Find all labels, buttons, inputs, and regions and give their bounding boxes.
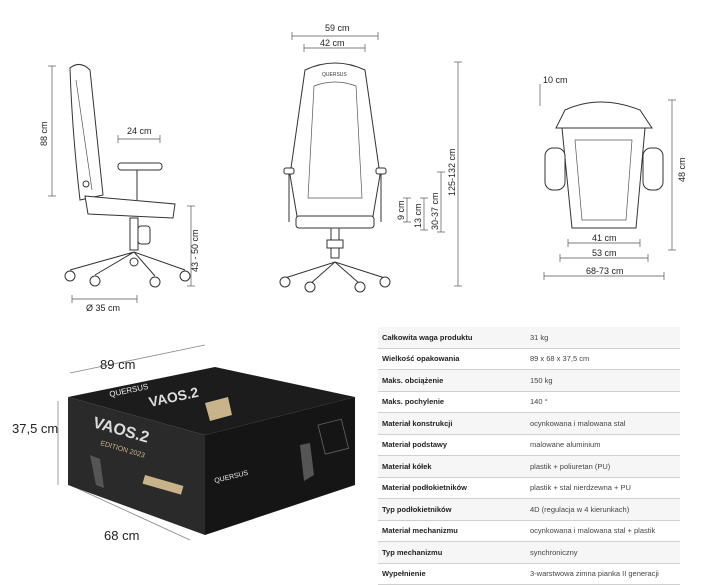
spec-label: Maks. obciążenie	[378, 369, 526, 392]
spec-label: Materiał konstrukcji	[378, 412, 526, 435]
box-front-chair-graphic	[90, 455, 104, 488]
spec-value: synchroniczny	[526, 541, 680, 564]
dim-48-label: 48 cm	[677, 157, 687, 182]
spec-label: Typ podłokietników	[378, 498, 526, 521]
technical-drawing: 88 cm 24 cm 43 - 50 cm Ø 35 c	[39, 23, 687, 313]
base-diameter-label: Ø 35 cm	[86, 303, 120, 313]
dim-41-label: 41 cm	[592, 233, 617, 243]
dim-13-label: 13 cm	[413, 203, 423, 228]
box-height-label: 37,5 cm	[12, 421, 58, 436]
spec-label: Materiał podstawy	[378, 434, 526, 456]
spec-label: Materiał kółek	[378, 455, 526, 478]
spec-label: Maks. pochylenie	[378, 391, 526, 413]
package-box: 89 cm 37,5 cm 68 cm QUERSUS VAOS.2 VAOS.…	[12, 344, 355, 543]
box-depth-label: 68 cm	[104, 528, 139, 543]
box-top-accent	[205, 397, 232, 421]
spec-label: Materiał mechanizmu	[378, 520, 526, 542]
dim-30-37-label: 30-37 cm	[430, 192, 440, 230]
width-59-label: 59 cm	[325, 23, 350, 33]
seat-height-label: 43 - 50 cm	[190, 229, 200, 272]
spec-value: plastik + stal nierdzewna + PU	[526, 477, 680, 499]
spec-label: Całkowita waga produktu	[378, 327, 526, 349]
spec-value: ocynkowana i malowana stal + plastik	[526, 520, 680, 542]
spec-value: plastik + poliuretan (PU)	[526, 455, 680, 478]
spec-value: 89 x 68 x 37,5 cm	[526, 348, 680, 370]
box-front-label-strip	[142, 475, 184, 495]
side-view: 88 cm 24 cm 43 - 50 cm Ø 35 c	[39, 64, 200, 313]
front-view: 59 cm 42 cm QUERSUS 9 cm 13	[279, 23, 462, 293]
box-side-panel	[317, 418, 350, 455]
box-side-chair-graphic	[300, 443, 314, 481]
dim-53-label: 53 cm	[592, 248, 617, 258]
height-88-label: 88 cm	[39, 121, 49, 146]
spec-label: Typ mechanizmu	[378, 541, 526, 564]
spec-value: 140 °	[526, 391, 680, 413]
spec-value: ocynkowana i malowana stal	[526, 412, 680, 435]
width-42-label: 42 cm	[320, 38, 345, 48]
dim-9-label: 9 cm	[396, 200, 406, 220]
dim-68-73-label: 68-73 cm	[586, 266, 624, 276]
armrest-24-label: 24 cm	[127, 126, 152, 136]
spec-label: Materiał podłokietników	[378, 477, 526, 499]
spec-value: 150 kg	[526, 369, 680, 392]
front-logo: QUERSUS	[322, 72, 347, 78]
spec-value: malowane aluminium	[526, 434, 680, 456]
spec-value: 31 kg	[526, 327, 680, 349]
spec-value: 4D (regulacja w 4 kierunkach)	[526, 498, 680, 521]
dim-10-label: 10 cm	[543, 75, 568, 85]
spec-value: 3-warstwowa zimna pianka II generacji	[526, 563, 680, 585]
box-length-label: 89 cm	[100, 357, 135, 372]
top-view: 10 cm 48 cm 41 cm 53 cm 68-73 cm	[539, 75, 687, 280]
dim-125-132-label: 125-132 cm	[447, 148, 457, 196]
spec-label: Wypełnienie	[378, 563, 526, 585]
spec-label: Wielkość opakowania	[378, 348, 526, 370]
